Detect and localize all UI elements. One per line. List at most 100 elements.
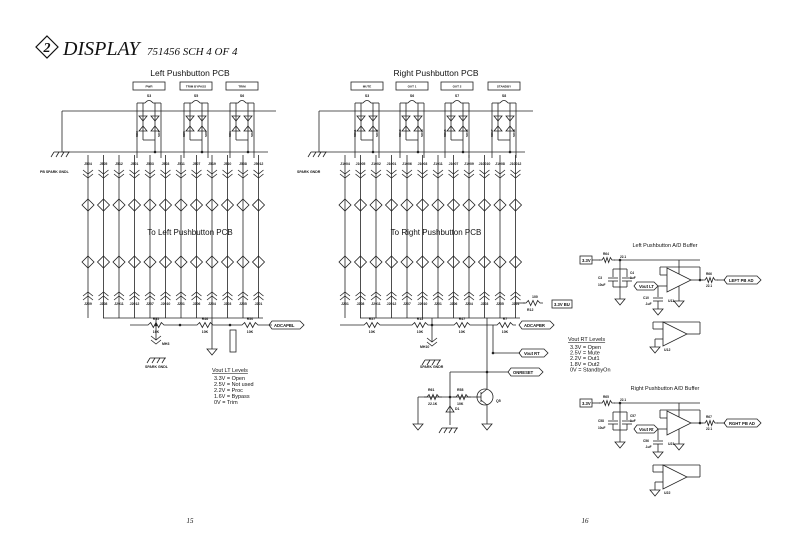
- connector-arrow-icon: [160, 295, 171, 301]
- connector-arrow-icon: [479, 173, 490, 179]
- connector-arrow-icon: [129, 173, 140, 179]
- diode-icon: [401, 125, 411, 132]
- connector-pin-diamond: [508, 198, 523, 212]
- connector-ref: J501: [131, 162, 139, 166]
- connector-ref: J203: [224, 302, 232, 306]
- diode-icon: [243, 125, 253, 132]
- buffer-supply: 3.3V: [582, 258, 591, 263]
- chassis-ground-icon: [55, 151, 60, 158]
- connector-arrow-icon: [479, 291, 490, 297]
- connector-arrow-icon: [160, 173, 171, 179]
- right-spark-ground: SPARK GNDR: [420, 365, 444, 369]
- connector-ref: J508: [239, 162, 247, 166]
- opamp-symbol: [662, 464, 688, 490]
- connector-arrow-icon: [339, 169, 351, 175]
- connector-ref: J503: [162, 162, 170, 166]
- right-vout-tag-shape: [518, 348, 549, 358]
- left-spark-ground: SPARK GNDL: [145, 365, 169, 369]
- connector-pin-diamond: [81, 198, 95, 212]
- opamp-u2-ref: U22: [664, 491, 670, 495]
- switch-ref: S5: [194, 94, 198, 98]
- connector-arrow-icon: [510, 291, 521, 297]
- connector-ref: J1009: [464, 162, 474, 166]
- chassis-ground-icon: [151, 357, 156, 364]
- ground-icon: [206, 348, 218, 356]
- cap-value: 10uF: [598, 426, 605, 430]
- connector-ref: J504: [84, 162, 92, 166]
- connector-arrow-icon: [144, 291, 156, 297]
- junction-dot: [371, 150, 375, 154]
- bg: [409, 321, 431, 329]
- connector-pin-diamond: [143, 198, 157, 212]
- connector-ref: J207: [146, 302, 154, 306]
- test-point: [229, 329, 237, 353]
- connector-arrow-icon: [98, 291, 109, 297]
- resistor-symbol: [599, 256, 615, 264]
- connector-arrow-icon: [370, 169, 382, 175]
- right-level-row: 3.3V = Open: [570, 345, 601, 351]
- pushbutton-label: MUTE: [363, 85, 372, 89]
- connector-arrow-icon: [160, 169, 171, 175]
- connector-pin-diamond: [174, 255, 188, 269]
- diode-ref: SD12: [375, 129, 379, 137]
- diode-icon: [150, 115, 160, 122]
- connector-ref: J206: [193, 302, 201, 306]
- chassis-ground-icon: [60, 151, 65, 158]
- right-output-tag: ADCAPBR: [524, 323, 545, 328]
- connector-arrow-icon: [129, 291, 140, 297]
- diode-icon: [138, 125, 148, 132]
- resistor-symbol: [409, 321, 431, 329]
- connector-arrow-icon: [222, 169, 233, 175]
- right-mid-title: To Right Pushbutton PCB: [391, 228, 482, 237]
- connector-arrow-icon: [113, 169, 125, 175]
- connector-ref: J2012: [387, 302, 397, 306]
- buffer-input-tag-shape: [633, 424, 659, 434]
- connector-pin-diamond: [189, 198, 204, 212]
- buffer-supply: 3.3V: [582, 401, 591, 406]
- connector-pin-diamond: [251, 255, 266, 269]
- resistor-symbol: [453, 393, 471, 401]
- connector-arrow-icon: [253, 295, 264, 301]
- r58-value: 10K: [457, 402, 464, 406]
- left-levels-title: Vout LT Levels: [212, 368, 248, 374]
- right-vout-tag: Vout RT: [524, 351, 540, 356]
- connector-arrow-icon: [129, 169, 140, 175]
- buffer-rin-ref: R65: [603, 395, 609, 399]
- cap-ref: C3: [598, 276, 602, 280]
- connector-pin-diamond: [369, 255, 383, 269]
- resistor-value: 10K: [417, 330, 424, 334]
- resistor-symbol: [702, 419, 718, 427]
- connector-arrow-icon: [432, 295, 444, 301]
- connector-arrow-icon: [339, 295, 351, 301]
- pushbutton-label: OUT 2: [453, 85, 462, 89]
- left-level-row: 3.3V = Open: [214, 376, 245, 382]
- connector-arrow-icon: [386, 295, 397, 301]
- connector-arrow-icon: [401, 291, 413, 297]
- connector-arrow-icon: [98, 173, 109, 179]
- pullup-ref: R12: [527, 308, 533, 312]
- connector-pin-diamond: [338, 255, 352, 269]
- left-level-row: 0V = Trim: [214, 400, 238, 406]
- connector-pin-diamond: [384, 198, 399, 212]
- connector-ref: J1002: [371, 162, 381, 166]
- page-number-left: 15: [187, 517, 195, 525]
- connector-pin-diamond: [236, 255, 250, 269]
- chassis-ground-icon: [156, 357, 161, 364]
- connector-arrow-icon: [144, 173, 156, 179]
- connector-arrow-icon: [222, 173, 233, 179]
- buffer-rout-value: 22.1: [706, 427, 712, 431]
- pushbutton-0: [132, 81, 166, 91]
- connector-ref: J208: [100, 302, 108, 306]
- connector-arrow-icon: [370, 295, 382, 301]
- connector-arrow-icon: [417, 173, 428, 179]
- chassis-ground-icon: [438, 427, 443, 434]
- right-reset-tag: ONRESET: [513, 370, 534, 375]
- connector-arrow-icon: [206, 169, 218, 175]
- connector-ref: J201: [255, 302, 263, 306]
- connector-arrow-icon: [175, 291, 187, 297]
- resistor-symbol: [702, 276, 718, 284]
- cap-ref: C58: [598, 419, 604, 423]
- chassis-ground-icon: [317, 151, 322, 158]
- connector-arrow-icon: [237, 173, 249, 179]
- diode-ref: SD18: [512, 129, 516, 137]
